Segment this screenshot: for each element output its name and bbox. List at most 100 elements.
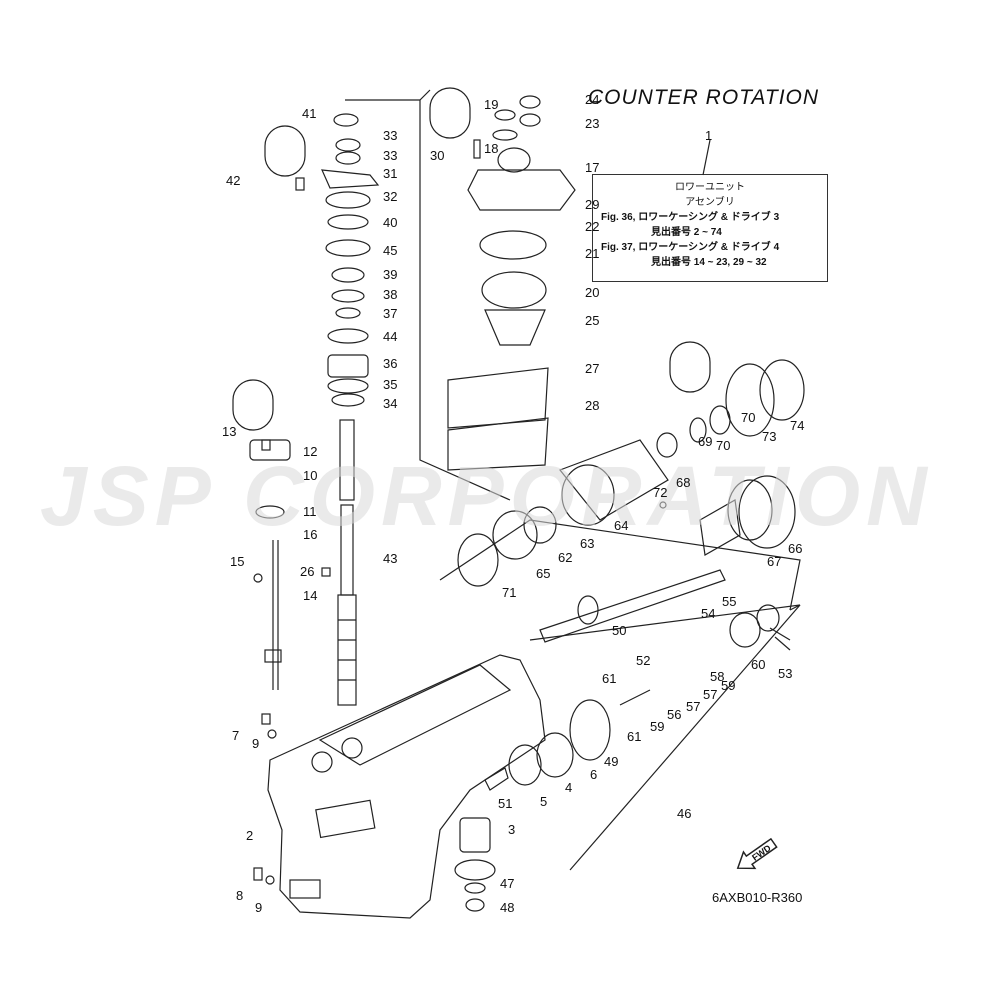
callout-6: 6 bbox=[590, 767, 597, 782]
info-ref-1-sub: 見出番号 2 ~ 74 bbox=[651, 227, 722, 238]
shift-rod bbox=[249, 439, 291, 690]
callout-7: 7 bbox=[232, 728, 239, 743]
fwd-arrow-icon: FWD bbox=[736, 837, 778, 870]
loctite-icon bbox=[232, 379, 274, 431]
callout-33: 33 bbox=[383, 128, 397, 143]
callout-9: 9 bbox=[255, 900, 262, 915]
callout-14: 14 bbox=[303, 588, 317, 603]
callout-62: 62 bbox=[558, 550, 572, 565]
callout-57: 57 bbox=[686, 699, 700, 714]
callout-61: 61 bbox=[627, 729, 641, 744]
callout-42: 42 bbox=[226, 173, 240, 188]
callout-44: 44 bbox=[383, 329, 397, 344]
info-ref-2: Fig. 37, ロワーケーシング & ドライブ 4 bbox=[601, 242, 780, 253]
callout-line-1 bbox=[702, 139, 711, 176]
callout-20: 20 bbox=[585, 285, 599, 300]
callout-23: 23 bbox=[585, 116, 599, 131]
callout-28: 28 bbox=[585, 398, 599, 413]
callout-1: 1 bbox=[705, 128, 712, 143]
callout-55: 55 bbox=[722, 594, 736, 609]
callout-71: 71 bbox=[502, 585, 516, 600]
callout-64: 64 bbox=[614, 518, 628, 533]
callout-24: 24 bbox=[585, 92, 599, 107]
info-line-1: ロワーユニット bbox=[675, 182, 745, 193]
callout-39: 39 bbox=[383, 267, 397, 282]
callout-32: 32 bbox=[383, 189, 397, 204]
callout-72: 72 bbox=[653, 485, 667, 500]
callout-70: 70 bbox=[716, 438, 730, 453]
callout-17: 17 bbox=[585, 160, 599, 175]
diagram-code: 6AXB010-R360 bbox=[712, 890, 803, 905]
group-line-driveshaft bbox=[345, 99, 511, 501]
callout-53: 53 bbox=[778, 666, 792, 681]
callout-36: 36 bbox=[383, 356, 397, 371]
callout-30: 30 bbox=[430, 148, 444, 163]
callout-35: 35 bbox=[383, 377, 397, 392]
callout-21: 21 bbox=[585, 246, 599, 261]
callout-41: 41 bbox=[302, 106, 316, 121]
callout-67: 67 bbox=[767, 554, 781, 569]
callout-59: 59 bbox=[650, 719, 664, 734]
callout-13: 13 bbox=[222, 424, 236, 439]
callout-34: 34 bbox=[383, 396, 397, 411]
propeller-shaft bbox=[457, 359, 805, 643]
water-pump bbox=[447, 95, 576, 471]
info-line-2: アセンブリ bbox=[685, 197, 735, 208]
callout-37: 37 bbox=[383, 306, 397, 321]
callout-68: 68 bbox=[676, 475, 690, 490]
callout-27: 27 bbox=[585, 361, 599, 376]
callout-70: 70 bbox=[741, 410, 755, 425]
callout-63: 63 bbox=[580, 536, 594, 551]
callout-5: 5 bbox=[540, 794, 547, 809]
callout-69: 69 bbox=[698, 434, 712, 449]
callout-16: 16 bbox=[303, 527, 317, 542]
callout-8: 8 bbox=[236, 888, 243, 903]
callout-10: 10 bbox=[303, 468, 317, 483]
callout-25: 25 bbox=[585, 313, 599, 328]
callout-19: 19 bbox=[484, 97, 498, 112]
seal-stack bbox=[321, 113, 380, 407]
callout-57: 57 bbox=[703, 687, 717, 702]
group-line-propshaft bbox=[439, 519, 801, 611]
info-box: ロワーユニット アセンブリ Fig. 36, ロワーケーシング & ドライブ 3… bbox=[592, 174, 828, 282]
callout-51: 51 bbox=[498, 796, 512, 811]
callout-52: 52 bbox=[636, 653, 650, 668]
callout-3: 3 bbox=[508, 822, 515, 837]
callout-18: 18 bbox=[484, 141, 498, 156]
group-line-pump bbox=[419, 89, 431, 101]
callout-59: 59 bbox=[721, 678, 735, 693]
callout-11: 11 bbox=[303, 504, 317, 519]
info-ref-1: Fig. 36, ロワーケーシング & ドライブ 3 bbox=[601, 212, 780, 223]
callout-65: 65 bbox=[536, 566, 550, 581]
callout-74: 74 bbox=[790, 418, 804, 433]
callout-54: 54 bbox=[701, 606, 715, 621]
callout-29: 29 bbox=[585, 197, 599, 212]
callout-49: 49 bbox=[604, 754, 618, 769]
callout-66: 66 bbox=[788, 541, 802, 556]
callout-56: 56 bbox=[667, 707, 681, 722]
callout-43: 43 bbox=[383, 551, 397, 566]
group-line-46 bbox=[569, 604, 801, 871]
callout-33: 33 bbox=[383, 148, 397, 163]
fasteners bbox=[253, 139, 791, 885]
callout-45: 45 bbox=[383, 243, 397, 258]
callout-48: 48 bbox=[500, 900, 514, 915]
callout-58: 58 bbox=[710, 669, 724, 684]
callout-12: 12 bbox=[303, 444, 317, 459]
callout-61: 61 bbox=[602, 671, 616, 686]
callout-50: 50 bbox=[612, 623, 626, 638]
info-ref-2-sub: 見出番号 14 ~ 23, 29 ~ 32 bbox=[651, 257, 767, 268]
callout-38: 38 bbox=[383, 287, 397, 302]
callout-46: 46 bbox=[677, 806, 691, 821]
callout-9: 9 bbox=[252, 736, 259, 751]
callout-2: 2 bbox=[246, 828, 253, 843]
callout-47: 47 bbox=[500, 876, 514, 891]
callout-22: 22 bbox=[585, 219, 599, 234]
callout-40: 40 bbox=[383, 215, 397, 230]
callout-73: 73 bbox=[762, 429, 776, 444]
gear-set bbox=[454, 604, 791, 912]
diagram-title: COUNTER ROTATION bbox=[588, 86, 820, 109]
grease-tube-icon bbox=[264, 87, 711, 393]
